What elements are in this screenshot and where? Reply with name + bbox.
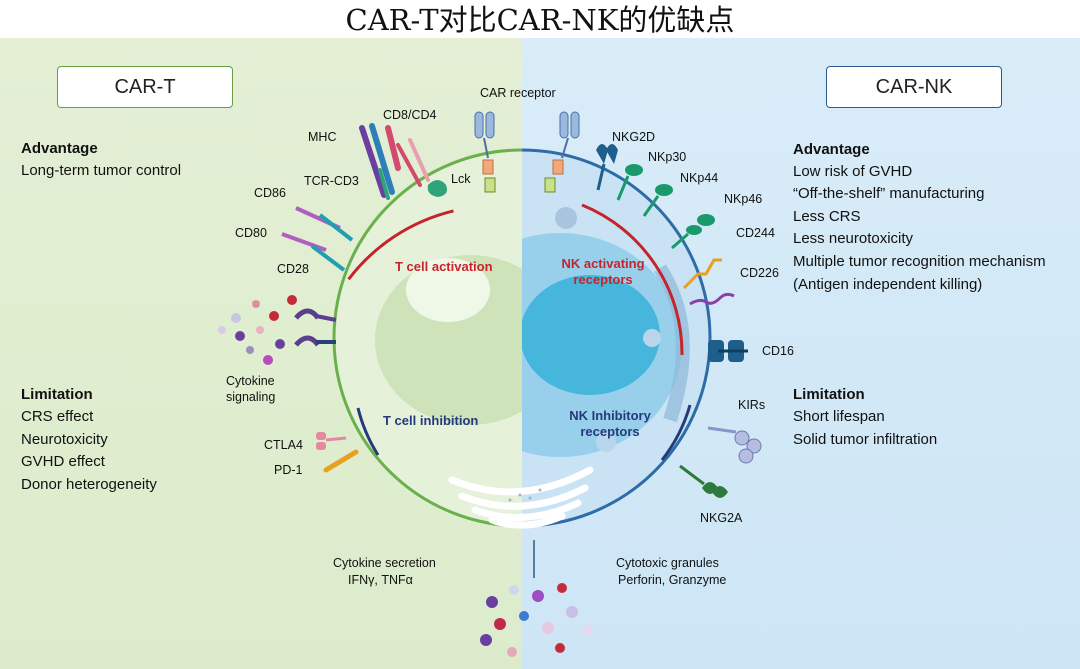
cd80-receptor	[281, 232, 346, 272]
tcr-complex	[359, 123, 430, 200]
nkp46-label: NKp46	[724, 192, 763, 206]
cytokine-signaling-label: Cytokine	[226, 374, 275, 388]
cytotoxic-granules-label: Cytotoxic granules	[616, 556, 719, 570]
car-t-advantage-item: Long-term tumor control	[21, 162, 182, 179]
cd80-label: CD80	[235, 226, 267, 240]
nkp30-label: NKp30	[648, 150, 687, 164]
nk-inhibition-arc	[660, 404, 692, 461]
nkp46-receptor	[671, 214, 715, 250]
nk-inhibitory-label: NK Inhibitory	[569, 408, 651, 423]
ctla4-label: CTLA4	[264, 438, 303, 452]
pd1-label: PD-1	[274, 463, 303, 477]
golgi-apparatus	[448, 466, 594, 529]
nk-activation-arc	[581, 203, 684, 356]
lck-label: Lck	[451, 172, 471, 186]
nkg2a-label: NKG2A	[700, 511, 743, 525]
car-nk-box: CAR-NK	[826, 66, 1002, 108]
tcr-cd3-label: TCR-CD3	[304, 174, 359, 188]
cd226-label: CD226	[740, 266, 779, 280]
cd86-receptor	[295, 206, 354, 242]
car-receptor-label: CAR receptor	[480, 86, 556, 100]
cytokine-dots-left	[218, 295, 297, 365]
nk-cell-half	[522, 148, 712, 528]
pd1-receptor	[323, 449, 359, 473]
golgi-dots	[508, 488, 542, 502]
ctla4-receptor	[316, 432, 347, 450]
car-t-limitation-item: Neurotoxicity	[21, 431, 108, 448]
car-nk-advantage-item: (Antigen independent killing)	[793, 276, 983, 293]
car-nk-advantage-item: Less neurotoxicity	[793, 230, 914, 247]
car-nk-advantage-item: Less CRS	[793, 208, 861, 225]
t-cell-half	[332, 148, 522, 528]
car-t-limitation-item: CRS effect	[21, 408, 94, 425]
car-t-limitation-item: GVHD effect	[21, 453, 105, 470]
cytokine-signaling-label: signaling	[226, 390, 276, 404]
t-inhibition-arc	[356, 407, 380, 456]
cd244-label: CD244	[736, 226, 775, 240]
nkg2a-receptor	[679, 464, 728, 498]
car-t-limitation-heading: Limitation	[21, 386, 93, 403]
car-nk-advantage-item: “Off-the-shelf” manufacturing	[793, 185, 985, 202]
kirs-receptor	[707, 426, 762, 464]
nk-activating-label: receptors	[573, 272, 633, 287]
nkg2d-receptor	[596, 144, 618, 191]
car-nk-limitation-item: Solid tumor infiltration	[793, 431, 938, 448]
car-nk-advantage-heading: Advantage	[793, 141, 870, 158]
cd16-label: CD16	[762, 344, 794, 358]
car-nk-limitation-item: Short lifespan	[793, 408, 885, 425]
cytokine-secretion-label: Cytokine secretion	[333, 556, 436, 570]
car-nk-advantage-item: Multiple tumor recognition mechanism	[793, 253, 1046, 270]
car-t-advantage-heading: Advantage	[21, 140, 98, 157]
t-cell-activation-label: T cell activation	[395, 259, 493, 274]
cd86-label: CD86	[254, 186, 286, 200]
nkp44-label: NKp44	[680, 171, 719, 185]
t-cell-inhibition-label: T cell inhibition	[383, 413, 479, 428]
page-title: CAR-T对比CAR-NK的优缺点	[345, 3, 735, 37]
nk-inhibitory-label: receptors	[580, 424, 640, 439]
car-t-box: CAR-T	[57, 66, 233, 108]
cd28-label: CD28	[277, 262, 309, 276]
mhc-label: MHC	[308, 130, 337, 144]
car-nk-advantage-item: Low risk of GVHD	[793, 163, 913, 180]
cd8-cd4-label: CD8/CD4	[383, 108, 437, 122]
t-activation-arc	[347, 209, 454, 281]
secreted-granules	[480, 540, 593, 657]
cytokine-receptors	[294, 308, 337, 347]
nk-activating-label: NK activating	[561, 256, 645, 271]
nkp30-receptor	[616, 164, 643, 201]
nkg2d-label: NKG2D	[612, 130, 656, 144]
cd16-receptor	[708, 340, 748, 362]
car-receptor-nk	[544, 111, 580, 193]
cytokine-secretion-label: IFNγ, TNFα	[348, 573, 413, 587]
cd244-receptor	[682, 258, 722, 290]
car-nk-limitation-heading: Limitation	[793, 386, 865, 403]
lck-icon	[427, 180, 447, 197]
kirs-label: KIRs	[738, 398, 766, 412]
cytotoxic-granules-label: Perforin, Granzyme	[618, 573, 727, 587]
cd226-receptor	[689, 292, 735, 306]
car-t-limitation-item: Donor heterogeneity	[21, 476, 157, 493]
car-receptor-t	[474, 111, 496, 193]
nkp44-receptor	[642, 184, 673, 217]
